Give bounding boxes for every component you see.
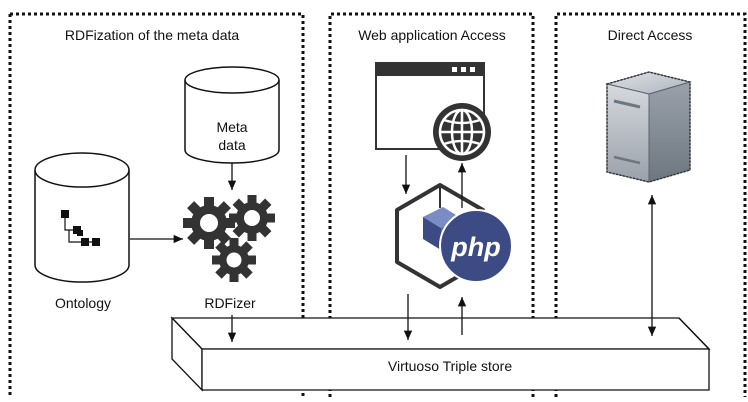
ontology-tree-icon: [61, 210, 100, 246]
meta-data-label: Meta data: [196, 118, 268, 154]
triple-store-label: Virtuoso Triple store: [387, 358, 513, 374]
arrows: [130, 155, 657, 342]
section-frame-direct: [554, 12, 747, 397]
server-icon: [605, 71, 692, 183]
meta-data-label-line2: data: [218, 137, 246, 153]
ontology-label: Ontology: [54, 295, 112, 311]
meta-data-label-line1: Meta: [216, 119, 248, 135]
section-title-rdfization: RDFization of the meta data: [64, 27, 240, 43]
php-label: php: [450, 232, 500, 262]
triple-store-box: [170, 316, 711, 392]
globe-icon: [433, 103, 491, 161]
ontology-database-icon: [34, 152, 130, 283]
section-frame-rdfization: [8, 12, 305, 397]
meta-data-database-icon: [184, 66, 280, 164]
section-title-web-access: Web application Access: [358, 27, 506, 43]
rdfizer-label: RDFizer: [204, 295, 256, 311]
gears-icon: [183, 195, 275, 282]
section-title-direct-access: Direct Access: [607, 27, 693, 43]
php-logo-icon: php: [439, 209, 513, 283]
